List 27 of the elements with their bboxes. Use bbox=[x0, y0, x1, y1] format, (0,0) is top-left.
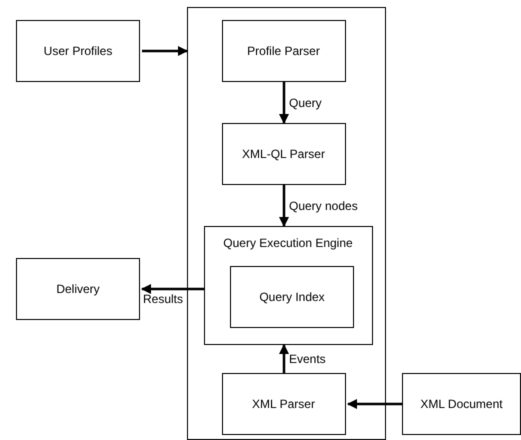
edge-label: Results bbox=[143, 292, 184, 306]
box-label: XML Document bbox=[420, 397, 503, 411]
system-boundary-box bbox=[187, 7, 386, 440]
process-box bbox=[230, 266, 354, 328]
arrow bbox=[279, 185, 289, 227]
process-box bbox=[402, 373, 521, 435]
process-box bbox=[222, 122, 346, 184]
box-label: XML-QL Parser bbox=[242, 146, 325, 160]
box-heading: Query Execution Engine bbox=[223, 236, 353, 250]
arrow bbox=[347, 399, 402, 409]
process-box bbox=[16, 258, 140, 320]
edge-label: Query bbox=[289, 96, 322, 110]
arrow bbox=[279, 344, 289, 373]
process-box bbox=[16, 20, 140, 82]
box-label: XML Parser bbox=[252, 396, 315, 410]
process-box bbox=[222, 20, 346, 82]
engine-box bbox=[204, 226, 372, 344]
box-label: Delivery bbox=[56, 282, 100, 296]
arrow bbox=[142, 46, 188, 56]
edge-label: Events bbox=[289, 352, 326, 366]
arrow bbox=[279, 82, 289, 124]
box-label: Profile Parser bbox=[247, 44, 320, 58]
process-box bbox=[222, 372, 346, 434]
edge-label: Query nodes bbox=[289, 198, 358, 212]
arrow bbox=[141, 284, 204, 294]
box-label: Query Index bbox=[259, 290, 325, 304]
box-label: User Profiles bbox=[44, 44, 112, 58]
